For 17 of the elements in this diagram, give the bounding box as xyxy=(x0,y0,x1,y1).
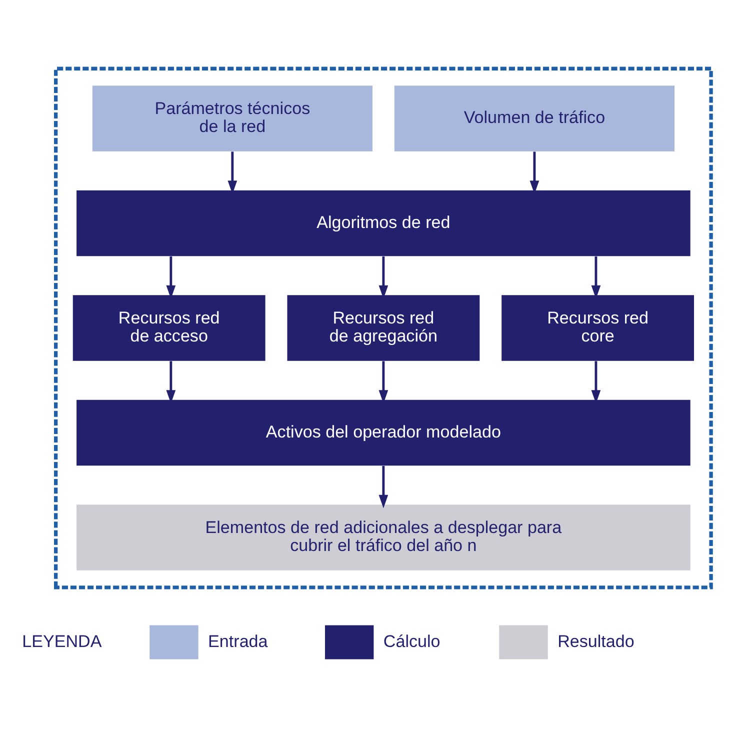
label: LEYENDA xyxy=(22,631,102,650)
node-box: Algoritmos de red xyxy=(76,190,690,256)
node-box: Recursos red de acceso xyxy=(72,294,266,360)
node-box: Parámetros técnicos de la red xyxy=(92,85,372,151)
arrow xyxy=(591,256,601,298)
node-box: Elementos de red adicionales a desplegar para cubrir el tráfico del año n xyxy=(76,504,690,570)
arrow xyxy=(378,256,388,298)
legend-label: Resultado xyxy=(558,631,634,650)
node-box: Recursos red core xyxy=(502,294,694,360)
node-box: Activos del operador modelado xyxy=(76,399,690,466)
cluster xyxy=(54,66,713,589)
node-box: Recursos red de agregación xyxy=(287,294,480,360)
node-box: Volumen de tráfico xyxy=(394,85,675,151)
arrow xyxy=(166,256,176,298)
legend-label: Cálculo xyxy=(383,631,440,650)
arrow xyxy=(378,465,388,508)
legend-label: Entrada xyxy=(208,631,268,650)
